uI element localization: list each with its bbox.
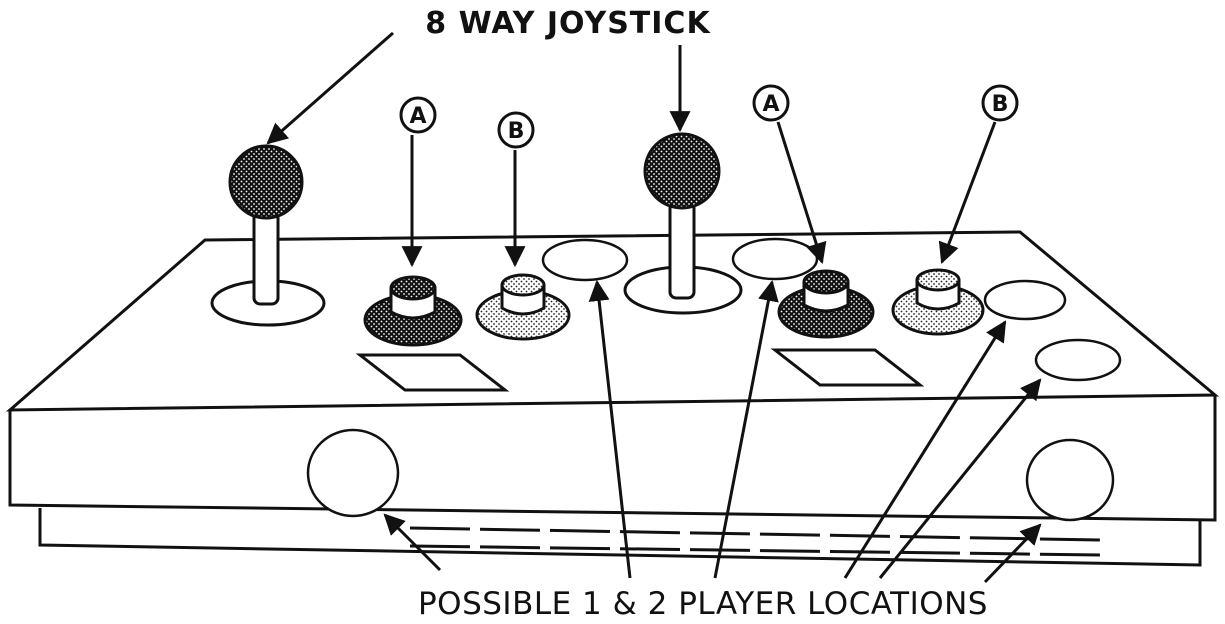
joystick-p1-shaft: [252, 206, 280, 306]
arrow-front-2: [983, 523, 1042, 584]
joystick-p1-ball: [228, 144, 304, 220]
instruction-plate-p2: [770, 348, 925, 387]
location-top-3: [983, 279, 1067, 321]
joystick-p1: [210, 144, 326, 327]
arrow-loc-2: [713, 279, 779, 579]
arrow-p2-a: [776, 121, 827, 265]
location-top-4: [1034, 338, 1122, 382]
label-p2-a: A: [752, 84, 790, 122]
button-p1-a: [363, 275, 463, 347]
button-p2-a: [777, 269, 875, 339]
button-p2-b: [891, 268, 985, 336]
joystick-p2-ball: [643, 132, 721, 210]
label-p1-b: B: [497, 111, 535, 149]
bottom-label: POSSIBLE 1 & 2 PLAYER LOCATIONS: [418, 586, 988, 622]
svg-text:A: A: [762, 92, 779, 117]
panel-base: [38, 508, 1202, 567]
panel-front-face: [8, 395, 1217, 522]
arrows: [266, 31, 1042, 584]
joystick-p2-shaft: [668, 200, 696, 300]
arrow-loc-4: [878, 378, 1042, 579]
top-label: 8 WAY JOYSTICK: [425, 6, 711, 41]
panel-base-lines: [409, 526, 1101, 557]
button-p1-b: [475, 273, 571, 341]
arrow-loc-3: [843, 320, 1007, 579]
location-front-1: [306, 428, 400, 518]
location-top-1: [541, 238, 629, 282]
panel-body: [5, 230, 1220, 567]
joystick-p2: [623, 132, 743, 315]
arrow-front-1: [383, 513, 442, 572]
location-front-2: [1025, 438, 1115, 522]
label-p2-b: B: [981, 84, 1019, 122]
location-top-2: [731, 237, 819, 281]
svg-text:B: B: [992, 92, 1009, 117]
svg-text:A: A: [409, 104, 426, 129]
label-p1-a: A: [399, 96, 437, 134]
instruction-plate-p1: [355, 353, 510, 392]
arrow-joystick-p1: [266, 31, 394, 145]
svg-text:B: B: [508, 119, 525, 144]
arrow-p2-b: [938, 121, 997, 264]
arrow-loc-1: [588, 279, 632, 579]
